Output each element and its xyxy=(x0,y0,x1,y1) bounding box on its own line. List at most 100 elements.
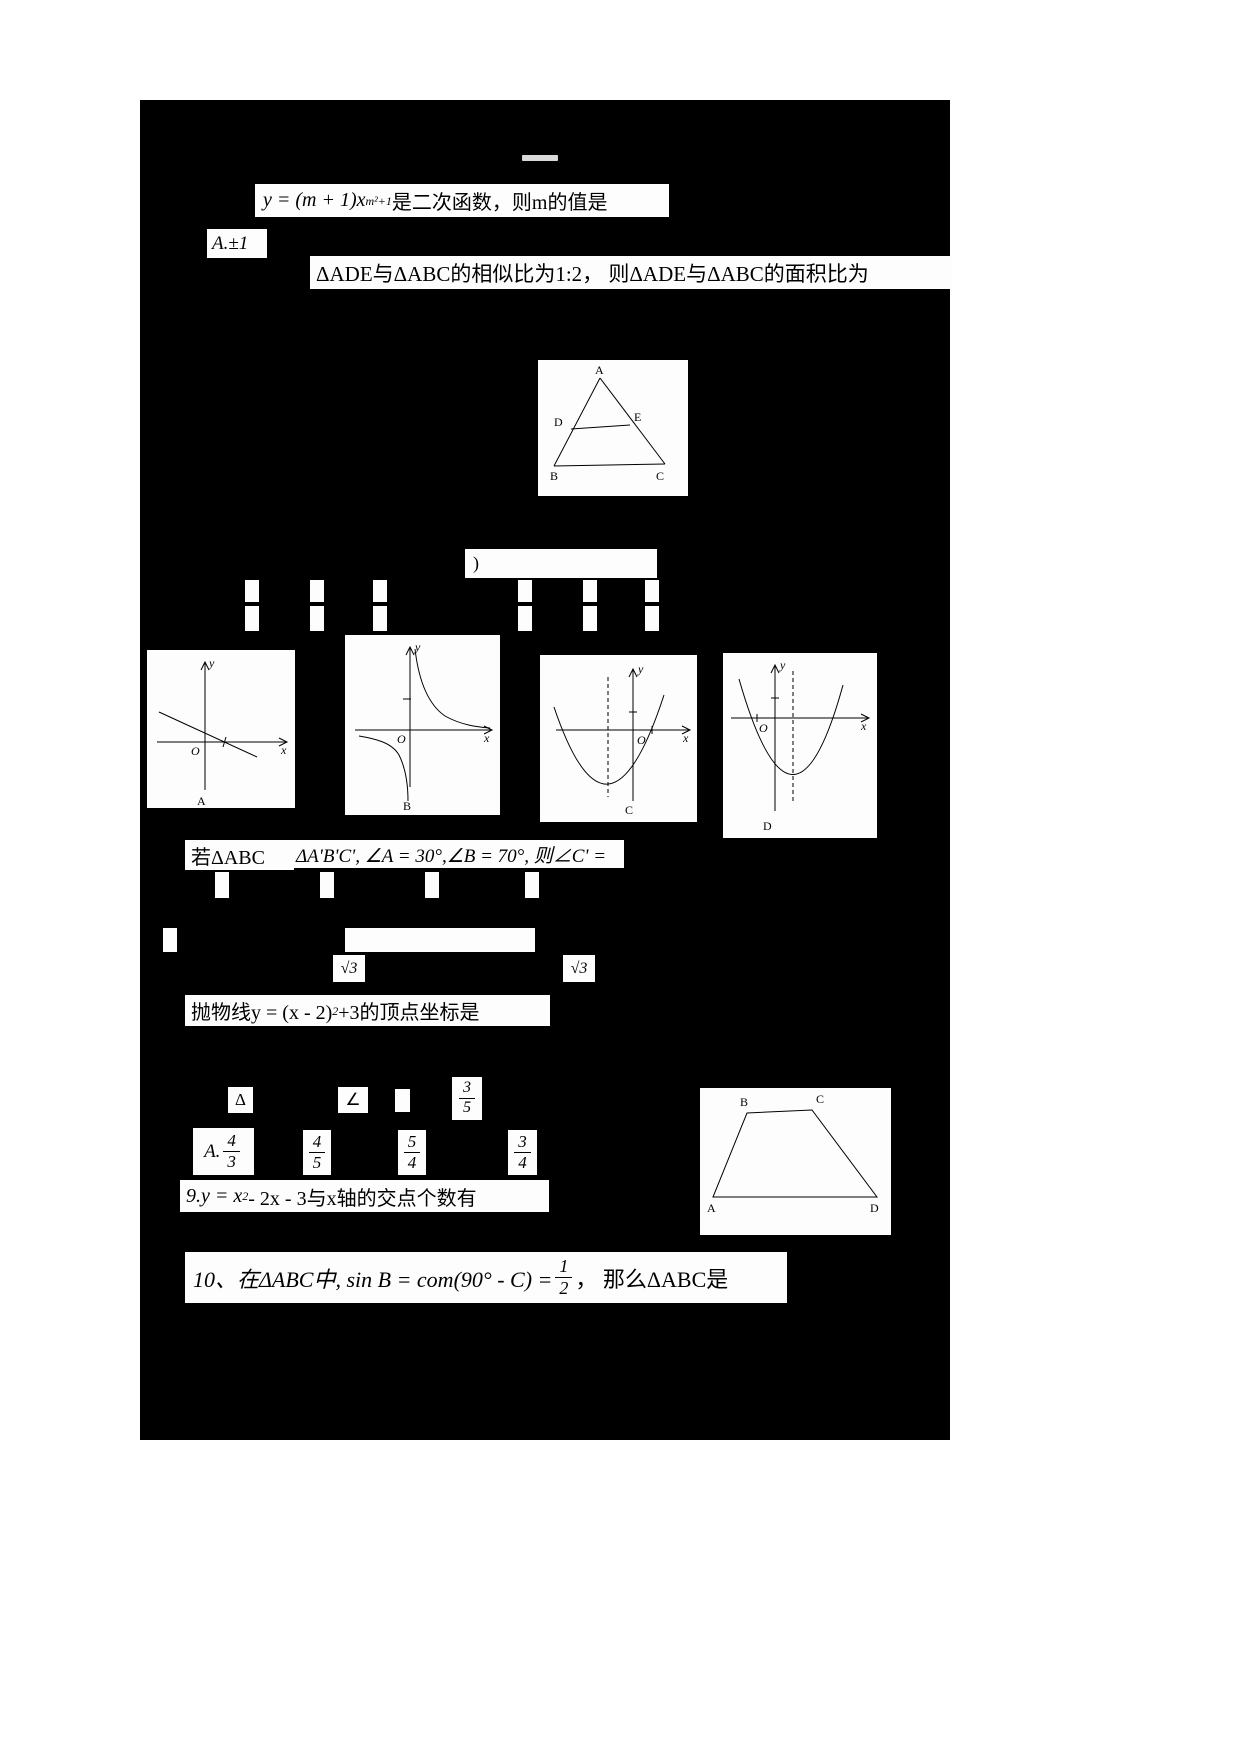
vertex-e-label: E xyxy=(634,410,641,424)
graph-option-b-box: y x O B xyxy=(345,635,500,815)
fragment-box xyxy=(373,606,387,631)
option-3-4-box: 3 4 xyxy=(508,1130,537,1175)
q10-post: ， 那么ΔABC是 xyxy=(575,1266,729,1292)
vertex-c-label: C xyxy=(816,1092,824,1106)
y-axis-label: y xyxy=(779,658,786,672)
y-axis-arrow xyxy=(770,663,780,674)
q1-option-a-box: A.±1 xyxy=(207,229,267,258)
sqrt3-left: √3 xyxy=(340,959,358,977)
axis-tick xyxy=(222,736,227,748)
trapezoid-figure: B C A D xyxy=(707,1092,879,1215)
option-letter: D xyxy=(763,819,772,833)
fragment-box xyxy=(395,1089,410,1112)
fragment-box xyxy=(583,606,597,631)
graph-d: y x O D xyxy=(731,658,871,833)
fragment-box xyxy=(525,872,539,898)
angle-symbol: ∠ xyxy=(345,1090,361,1109)
delta-symbol: Δ xyxy=(235,1090,246,1109)
fraction-1-2: 1 2 xyxy=(555,1257,573,1298)
fraction-denominator: 3 xyxy=(227,1152,236,1171)
x-axis-label: x xyxy=(682,731,689,745)
option-letter: B xyxy=(403,799,411,813)
x-axis-label: x xyxy=(280,743,287,757)
fragment-box xyxy=(645,580,659,602)
fragment-box xyxy=(310,580,324,602)
fraction-4-3: 4 3 xyxy=(223,1132,240,1171)
q-angles-main: ΔA'B'C', ∠A = 30°,∠B = 70°, 则∠C' = xyxy=(296,845,607,867)
sqrt3-left-box: √3 xyxy=(333,955,365,982)
q-vertex-box: 抛物线y = (x - 2)2+3的顶点坐标是 xyxy=(185,995,550,1026)
option-a-label: A. xyxy=(204,1140,221,1162)
graph-a: y x O A xyxy=(157,656,289,808)
q10-stem-box: 10、在ΔABC中, sin B = com(90° - C) = 1 2 ， … xyxy=(185,1252,787,1303)
fragment-box xyxy=(245,606,259,631)
y-axis-label: y xyxy=(208,656,215,670)
q1-option-a: A.±1 xyxy=(212,232,249,254)
vertex-d-label: D xyxy=(870,1201,879,1215)
fraction-numerator: 1 xyxy=(555,1257,573,1278)
triangle-lines xyxy=(553,377,666,467)
triangle-figure: A D E B C xyxy=(550,363,666,483)
angle-fragment-box: ∠ xyxy=(338,1087,368,1113)
graph-option-a-box: y x O A xyxy=(147,650,295,808)
frac-3-5-box: 3 5 xyxy=(452,1077,482,1120)
x-axis-arrow xyxy=(278,737,289,747)
hyperbola-branch-2 xyxy=(358,735,409,802)
fraction-denominator: 5 xyxy=(312,1153,322,1172)
fraction-numerator: 3 xyxy=(459,1079,475,1099)
x-axis-arrow xyxy=(681,725,692,735)
option-a-4-3-box: A. 4 3 xyxy=(193,1128,254,1175)
graph-option-c-box: y x O C xyxy=(540,655,697,822)
fragment-box xyxy=(645,606,659,631)
bracket-char: ) xyxy=(473,553,479,573)
y-axis-arrow xyxy=(200,660,210,671)
origin-label: O xyxy=(637,733,646,747)
q-angles-main-box: ΔA'B'C', ∠A = 30°,∠B = 70°, 则∠C' = xyxy=(290,840,624,868)
origin-label: O xyxy=(397,732,406,746)
fragment-box xyxy=(245,580,259,602)
fraction-denominator: 4 xyxy=(407,1153,417,1172)
fraction-numerator: 5 xyxy=(403,1133,421,1153)
vertex-d-label: D xyxy=(554,415,563,429)
blank-strip-box xyxy=(345,928,535,952)
q-angles-pre-box: 若ΔABC xyxy=(185,840,294,870)
trapezoid-lines xyxy=(712,1109,878,1198)
option-4-5-box: 4 5 xyxy=(303,1130,331,1175)
fraction-3-5: 3 5 xyxy=(459,1079,475,1117)
fraction-4-5: 4 5 xyxy=(308,1133,326,1172)
graph-c: y x O C xyxy=(553,662,692,817)
graph-option-d-box: y x O D xyxy=(723,653,877,838)
y-axis-arrow xyxy=(628,667,638,678)
parabola-curve xyxy=(738,678,844,775)
vertex-b-label: B xyxy=(740,1095,748,1109)
option-letter: A xyxy=(197,794,206,808)
q9-text: - 2x - 3与x轴的交点个数有 xyxy=(248,1187,477,1210)
x-axis-label: x xyxy=(860,719,867,733)
fraction-3-4: 3 4 xyxy=(514,1133,531,1172)
q10-pre: 10、在ΔABC中, sin B = com(90° - C) = xyxy=(193,1266,553,1292)
q-vertex-post: +3的顶点坐标是 xyxy=(338,1002,480,1024)
y-axis-label: y xyxy=(637,662,644,676)
origin-label: O xyxy=(191,744,200,758)
fraction-numerator: 4 xyxy=(223,1132,240,1152)
y-axis-label: y xyxy=(414,640,421,654)
fragment-box xyxy=(518,580,532,602)
parabola-curve xyxy=(553,694,665,785)
fragment-box xyxy=(425,872,439,898)
fragment-box xyxy=(320,872,334,898)
q-vertex-pre: 抛物线y = (x - 2) xyxy=(191,1002,333,1024)
header-artifact xyxy=(522,155,558,161)
sqrt3-right: √3 xyxy=(570,959,588,977)
fragment-box xyxy=(583,580,597,602)
fraction-numerator: 4 xyxy=(308,1133,326,1153)
fragment-box xyxy=(518,606,532,631)
sqrt3-right-box: √3 xyxy=(563,955,595,982)
triangle-figure-box: A D E B C xyxy=(538,360,688,496)
fragment-box xyxy=(310,606,324,631)
hyperbola-branch-1 xyxy=(414,648,491,729)
trapezoid-figure-box: B C A D xyxy=(700,1088,891,1235)
fragment-box xyxy=(163,928,177,952)
fragment-box xyxy=(373,580,387,602)
vertex-a-label: A xyxy=(595,363,604,377)
